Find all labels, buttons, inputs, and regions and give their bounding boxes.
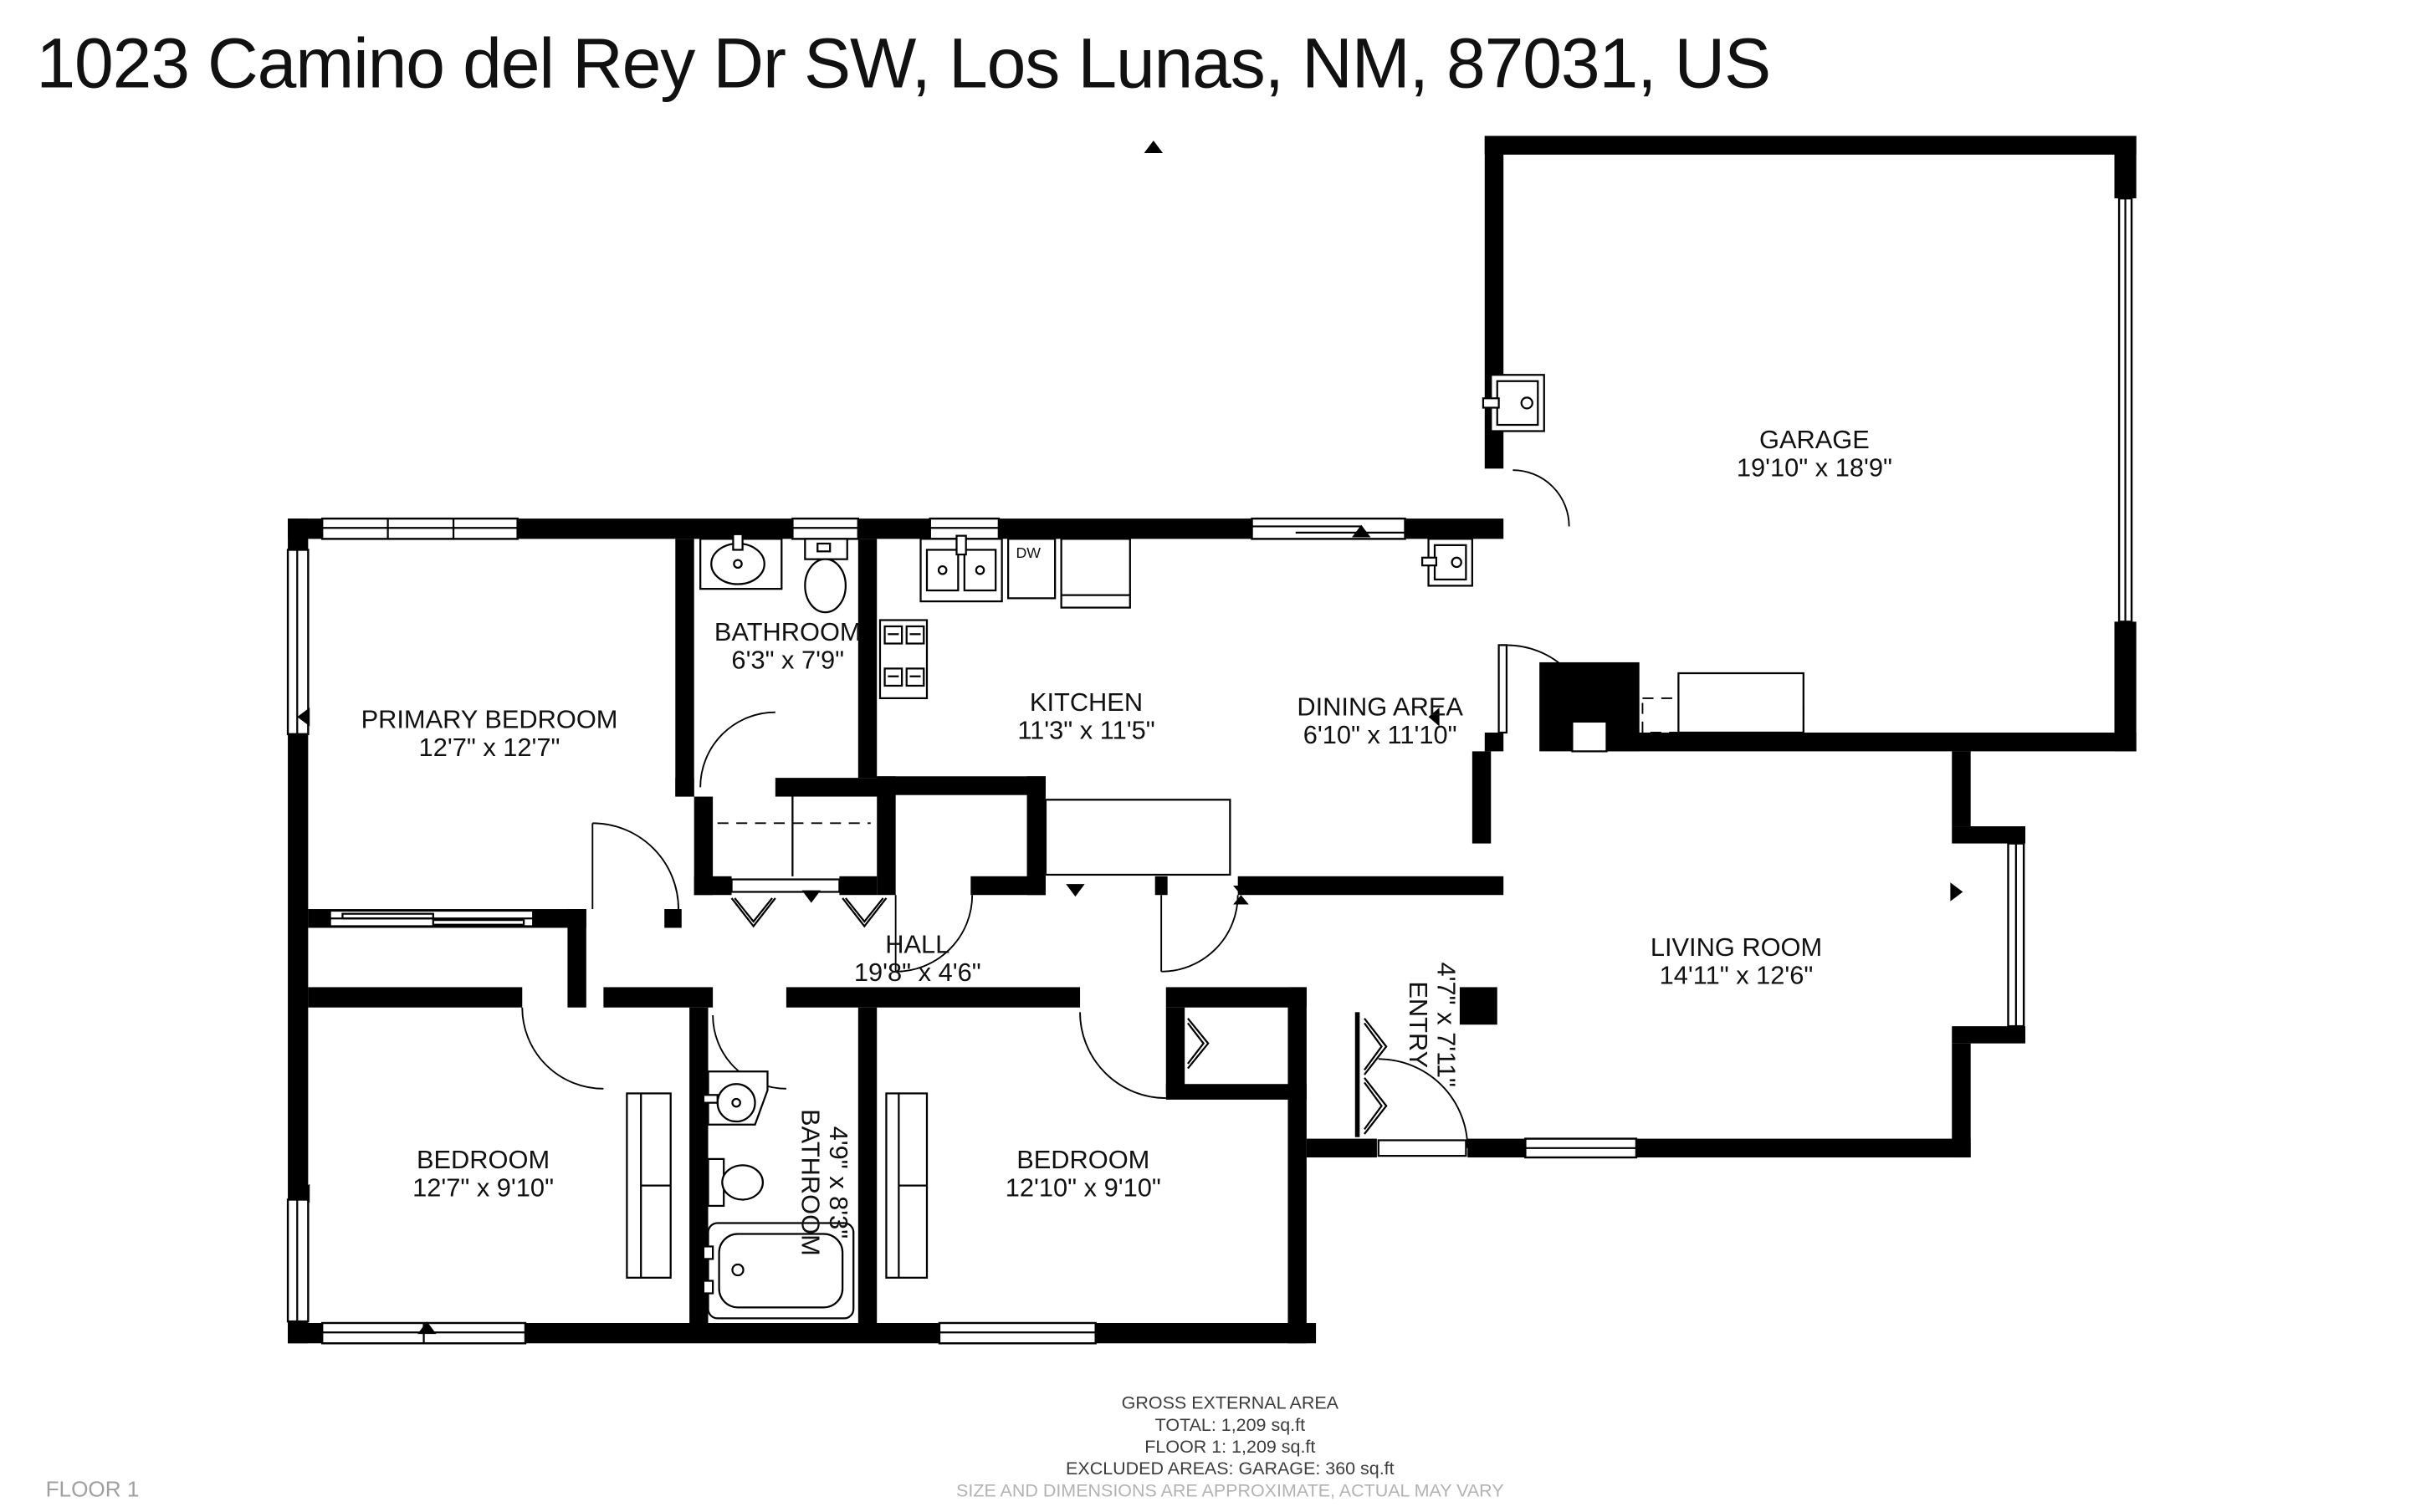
stove — [878, 619, 929, 700]
doors — [521, 469, 1594, 1157]
room-label-garage: GARAGE 19'10" x 18'9" — [1737, 425, 1892, 483]
bathtub — [702, 1222, 855, 1320]
dishwasher-label: DW — [1016, 544, 1041, 561]
door-bedroom-right — [1079, 1012, 1166, 1099]
room-label-kitchen: KITCHEN 11'3" x 11'5" — [1017, 687, 1154, 745]
footer-disclaimer: SIZE AND DIMENSIONS ARE APPROXIMATE, ACT… — [956, 1480, 1504, 1500]
svg-text:11'3" x 11'5": 11'3" x 11'5" — [1017, 715, 1154, 744]
svg-text:ENTRY: ENTRY — [1404, 981, 1433, 1068]
room-label-bedroom-left: BEDROOM 12'7" x 9'10" — [412, 1145, 554, 1203]
svg-text:DINING AREA: DINING AREA — [1297, 692, 1463, 721]
bathroom1-fixtures — [699, 533, 848, 614]
svg-text:14'11" x 12'6": 14'11" x 12'6" — [1660, 961, 1814, 990]
utility-box — [1420, 538, 1473, 587]
room-label-primary-bedroom: PRIMARY BEDROOM 12'7" x 12'7" — [361, 704, 618, 762]
svg-text:BATHROOM: BATHROOM — [796, 1109, 826, 1256]
svg-text:12'7" x 12'7": 12'7" x 12'7" — [419, 733, 560, 762]
refrigerator — [1060, 538, 1131, 609]
footer: GROSS EXTERNAL AREA TOTAL: 1,209 sq.ft F… — [956, 1393, 1504, 1501]
window — [1524, 1137, 1638, 1159]
room-label-bathroom-1: BATHROOM 6'3" x 7'9" — [714, 617, 862, 675]
toilet — [804, 538, 848, 614]
svg-text:12'7" x 9'10": 12'7" x 9'10" — [412, 1173, 554, 1203]
svg-text:LIVING ROOM: LIVING ROOM — [1651, 932, 1822, 962]
door-primary-bedroom — [591, 822, 679, 910]
storage-area — [1641, 672, 1804, 734]
svg-text:GARAGE: GARAGE — [1759, 425, 1870, 454]
svg-text:6'10" x 11'10": 6'10" x 11'10" — [1303, 720, 1457, 749]
window — [929, 517, 1001, 540]
closet-slider — [329, 909, 535, 927]
sink — [699, 533, 783, 590]
window — [320, 517, 519, 540]
floor-label: FLOOR 1 — [46, 1476, 140, 1501]
room-label-dining: DINING AREA 6'10" x 11'10" — [1297, 692, 1463, 749]
garage-door — [2117, 197, 2133, 623]
footer-line-1: GROSS EXTERNAL AREA — [1122, 1393, 1339, 1413]
room-label-hall: HALL 19'8" x 4'6" — [854, 929, 981, 987]
door-hall-closet — [894, 895, 974, 973]
svg-text:HALL: HALL — [885, 929, 949, 958]
water-heater — [1482, 374, 1545, 432]
svg-text:KITCHEN: KITCHEN — [1030, 687, 1143, 717]
room-label-bedroom-right: BEDROOM 12'10" x 9'10" — [1006, 1145, 1161, 1203]
door-bathroom-1 — [699, 711, 775, 788]
door-front — [1377, 1058, 1469, 1157]
kitchen-sink — [919, 534, 1003, 603]
wardrobe-bedroom-right — [885, 1092, 929, 1279]
wardrobe-bedroom-left — [626, 1092, 672, 1279]
page-title: 1023 Camino del Rey Dr SW, Los Lunas, NM… — [36, 24, 1770, 103]
svg-text:BATHROOM: BATHROOM — [714, 617, 862, 646]
door-garage-side — [1512, 469, 1570, 527]
walls — [288, 135, 2137, 1344]
bifold-closet-hall — [730, 897, 888, 928]
footer-line-4: EXCLUDED AREAS: GARAGE: 360 sq.ft — [1066, 1458, 1395, 1479]
svg-text:BEDROOM: BEDROOM — [417, 1145, 550, 1174]
dimension-markers — [297, 140, 1963, 1335]
svg-text:6'3" x 7'9": 6'3" x 7'9" — [731, 645, 844, 674]
bathroom2-fixtures — [702, 1070, 855, 1320]
door-bathroom-2 — [712, 1015, 786, 1090]
window — [286, 549, 310, 736]
room-labels: GARAGE 19'10" x 18'9" PRIMARY BEDROOM 12… — [361, 425, 1892, 1256]
window-bay — [2007, 842, 2025, 1028]
toilet — [707, 1157, 765, 1208]
svg-text:19'10" x 18'9": 19'10" x 18'9" — [1737, 453, 1892, 483]
garage-details — [1420, 197, 2133, 753]
closet-shelf — [717, 796, 871, 893]
dishwasher: DW — [1007, 538, 1057, 600]
window — [286, 1198, 310, 1323]
wardrobes — [626, 1092, 929, 1279]
window — [1251, 517, 1406, 540]
room-label-bathroom-2: BATHROOM 4'9" x 8'3" — [796, 1109, 854, 1256]
svg-text:4'7" x 7'11": 4'7" x 7'11" — [1432, 963, 1461, 1087]
svg-text:12'10" x 9'10": 12'10" x 9'10" — [1006, 1173, 1161, 1203]
svg-text:PRIMARY BEDROOM: PRIMARY BEDROOM — [361, 704, 618, 733]
fireplace-chimney — [1539, 662, 1640, 753]
bifold-closet-bedroom-right — [1187, 1018, 1210, 1070]
windows — [286, 517, 2025, 1345]
window — [938, 1321, 1097, 1345]
footer-line-3: FLOOR 1: 1,209 sq.ft — [1144, 1437, 1315, 1457]
bifold-closet-entry — [1364, 1018, 1388, 1135]
kitchen-peninsula — [1044, 799, 1231, 876]
sink — [702, 1070, 769, 1126]
svg-text:BEDROOM: BEDROOM — [1016, 1145, 1149, 1174]
svg-text:4'9" x 8'3": 4'9" x 8'3" — [824, 1126, 853, 1239]
room-label-living: LIVING ROOM 14'11" x 12'6" — [1651, 932, 1822, 990]
window — [791, 517, 860, 540]
door-bedroom-left — [521, 1007, 604, 1090]
door-hall-east — [1160, 895, 1239, 973]
room-label-entry: ENTRY 4'7" x 7'11" — [1404, 963, 1461, 1087]
footer-line-2: TOTAL: 1,209 sq.ft — [1155, 1415, 1305, 1435]
kitchen-fixtures: DW — [717, 534, 1231, 893]
svg-text:19'8" x 4'6": 19'8" x 4'6" — [854, 958, 981, 987]
